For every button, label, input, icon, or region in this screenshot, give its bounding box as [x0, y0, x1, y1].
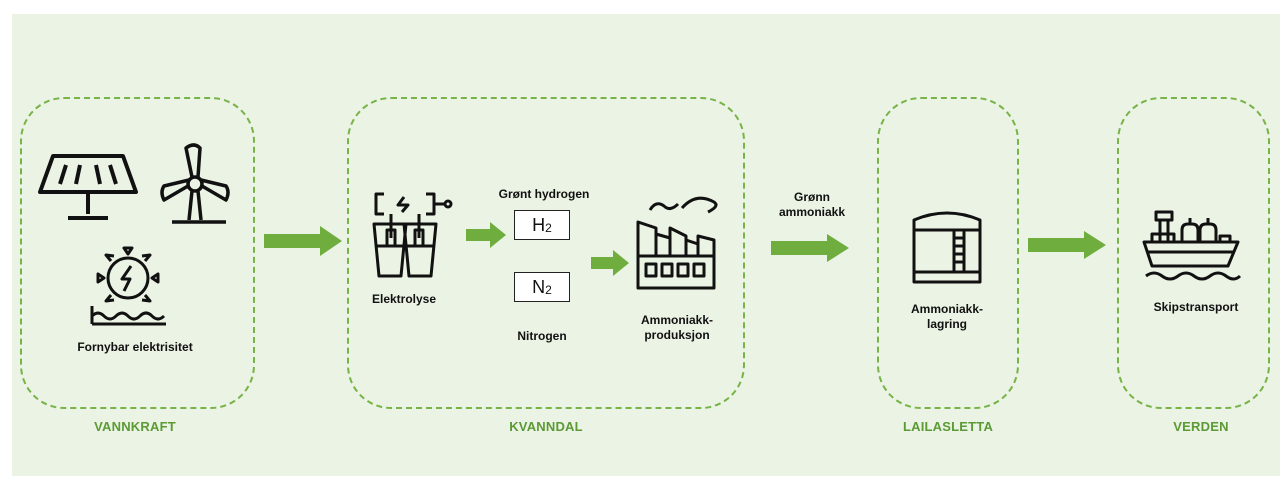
- zone-kvanndal: [347, 97, 745, 409]
- zone-lailasletta: [877, 97, 1019, 409]
- label-ammonia-storage-1: Ammoniakk-: [910, 302, 984, 316]
- zone-label-vannkraft: VANNKRAFT: [94, 419, 176, 434]
- n2-symbol: N: [532, 276, 546, 297]
- water-turbine-icon: [90, 246, 166, 326]
- electrolyzer-icon: [372, 192, 453, 278]
- zone-verden: [1117, 97, 1270, 409]
- n2-subscript: 2: [545, 283, 552, 297]
- label-green-hydrogen: Grønt hydrogen: [498, 187, 590, 201]
- zone-vannkraft: [20, 97, 255, 409]
- h2-symbol: H: [532, 214, 546, 235]
- label-ammonia-production-1: Ammoniakk-: [640, 313, 714, 327]
- label-renewable: Fornybar elektrisitet: [77, 340, 193, 354]
- label-ship-transport: Skipstransport: [1153, 300, 1239, 314]
- h2-subscript: 2: [545, 221, 552, 235]
- storage-tank-icon: [912, 211, 982, 284]
- label-green-ammonia-2: ammoniakk: [778, 205, 846, 219]
- factory-icon: [636, 196, 718, 290]
- label-green-ammonia-1: Grønn: [794, 190, 830, 204]
- zone-label-verden: VERDEN: [1173, 419, 1229, 434]
- flow-arrow-4: [771, 234, 849, 262]
- flow-arrow-2: [466, 222, 506, 248]
- wind-turbine-icon: [160, 143, 230, 224]
- ship-icon: [1142, 210, 1242, 281]
- flow-arrow-1: [264, 226, 342, 256]
- flow-arrow-3: [591, 250, 629, 276]
- zone-label-kvanndal: KVANNDAL: [509, 419, 583, 434]
- zone-label-lailasletta: LAILASLETTA: [902, 419, 994, 434]
- flow-arrow-5: [1028, 231, 1106, 259]
- label-nitrogen: Nitrogen: [517, 329, 567, 343]
- solar-panel-icon: [38, 154, 138, 220]
- label-ammonia-production-2: produksjon: [644, 328, 710, 342]
- label-electrolysis: Elektrolyse: [371, 292, 437, 306]
- label-ammonia-storage-2: lagring: [926, 317, 968, 331]
